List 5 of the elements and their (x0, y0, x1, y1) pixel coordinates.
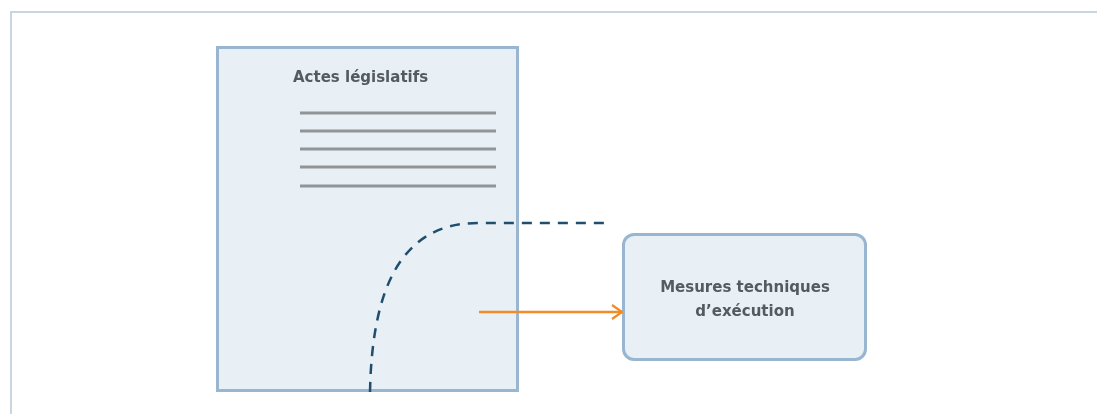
arrow (479, 303, 624, 321)
document-title: Actes législatifs (293, 67, 430, 88)
node-label: Mesures techniques d’exécution (659, 277, 831, 322)
document-box (216, 46, 519, 392)
process-box (622, 233, 867, 361)
